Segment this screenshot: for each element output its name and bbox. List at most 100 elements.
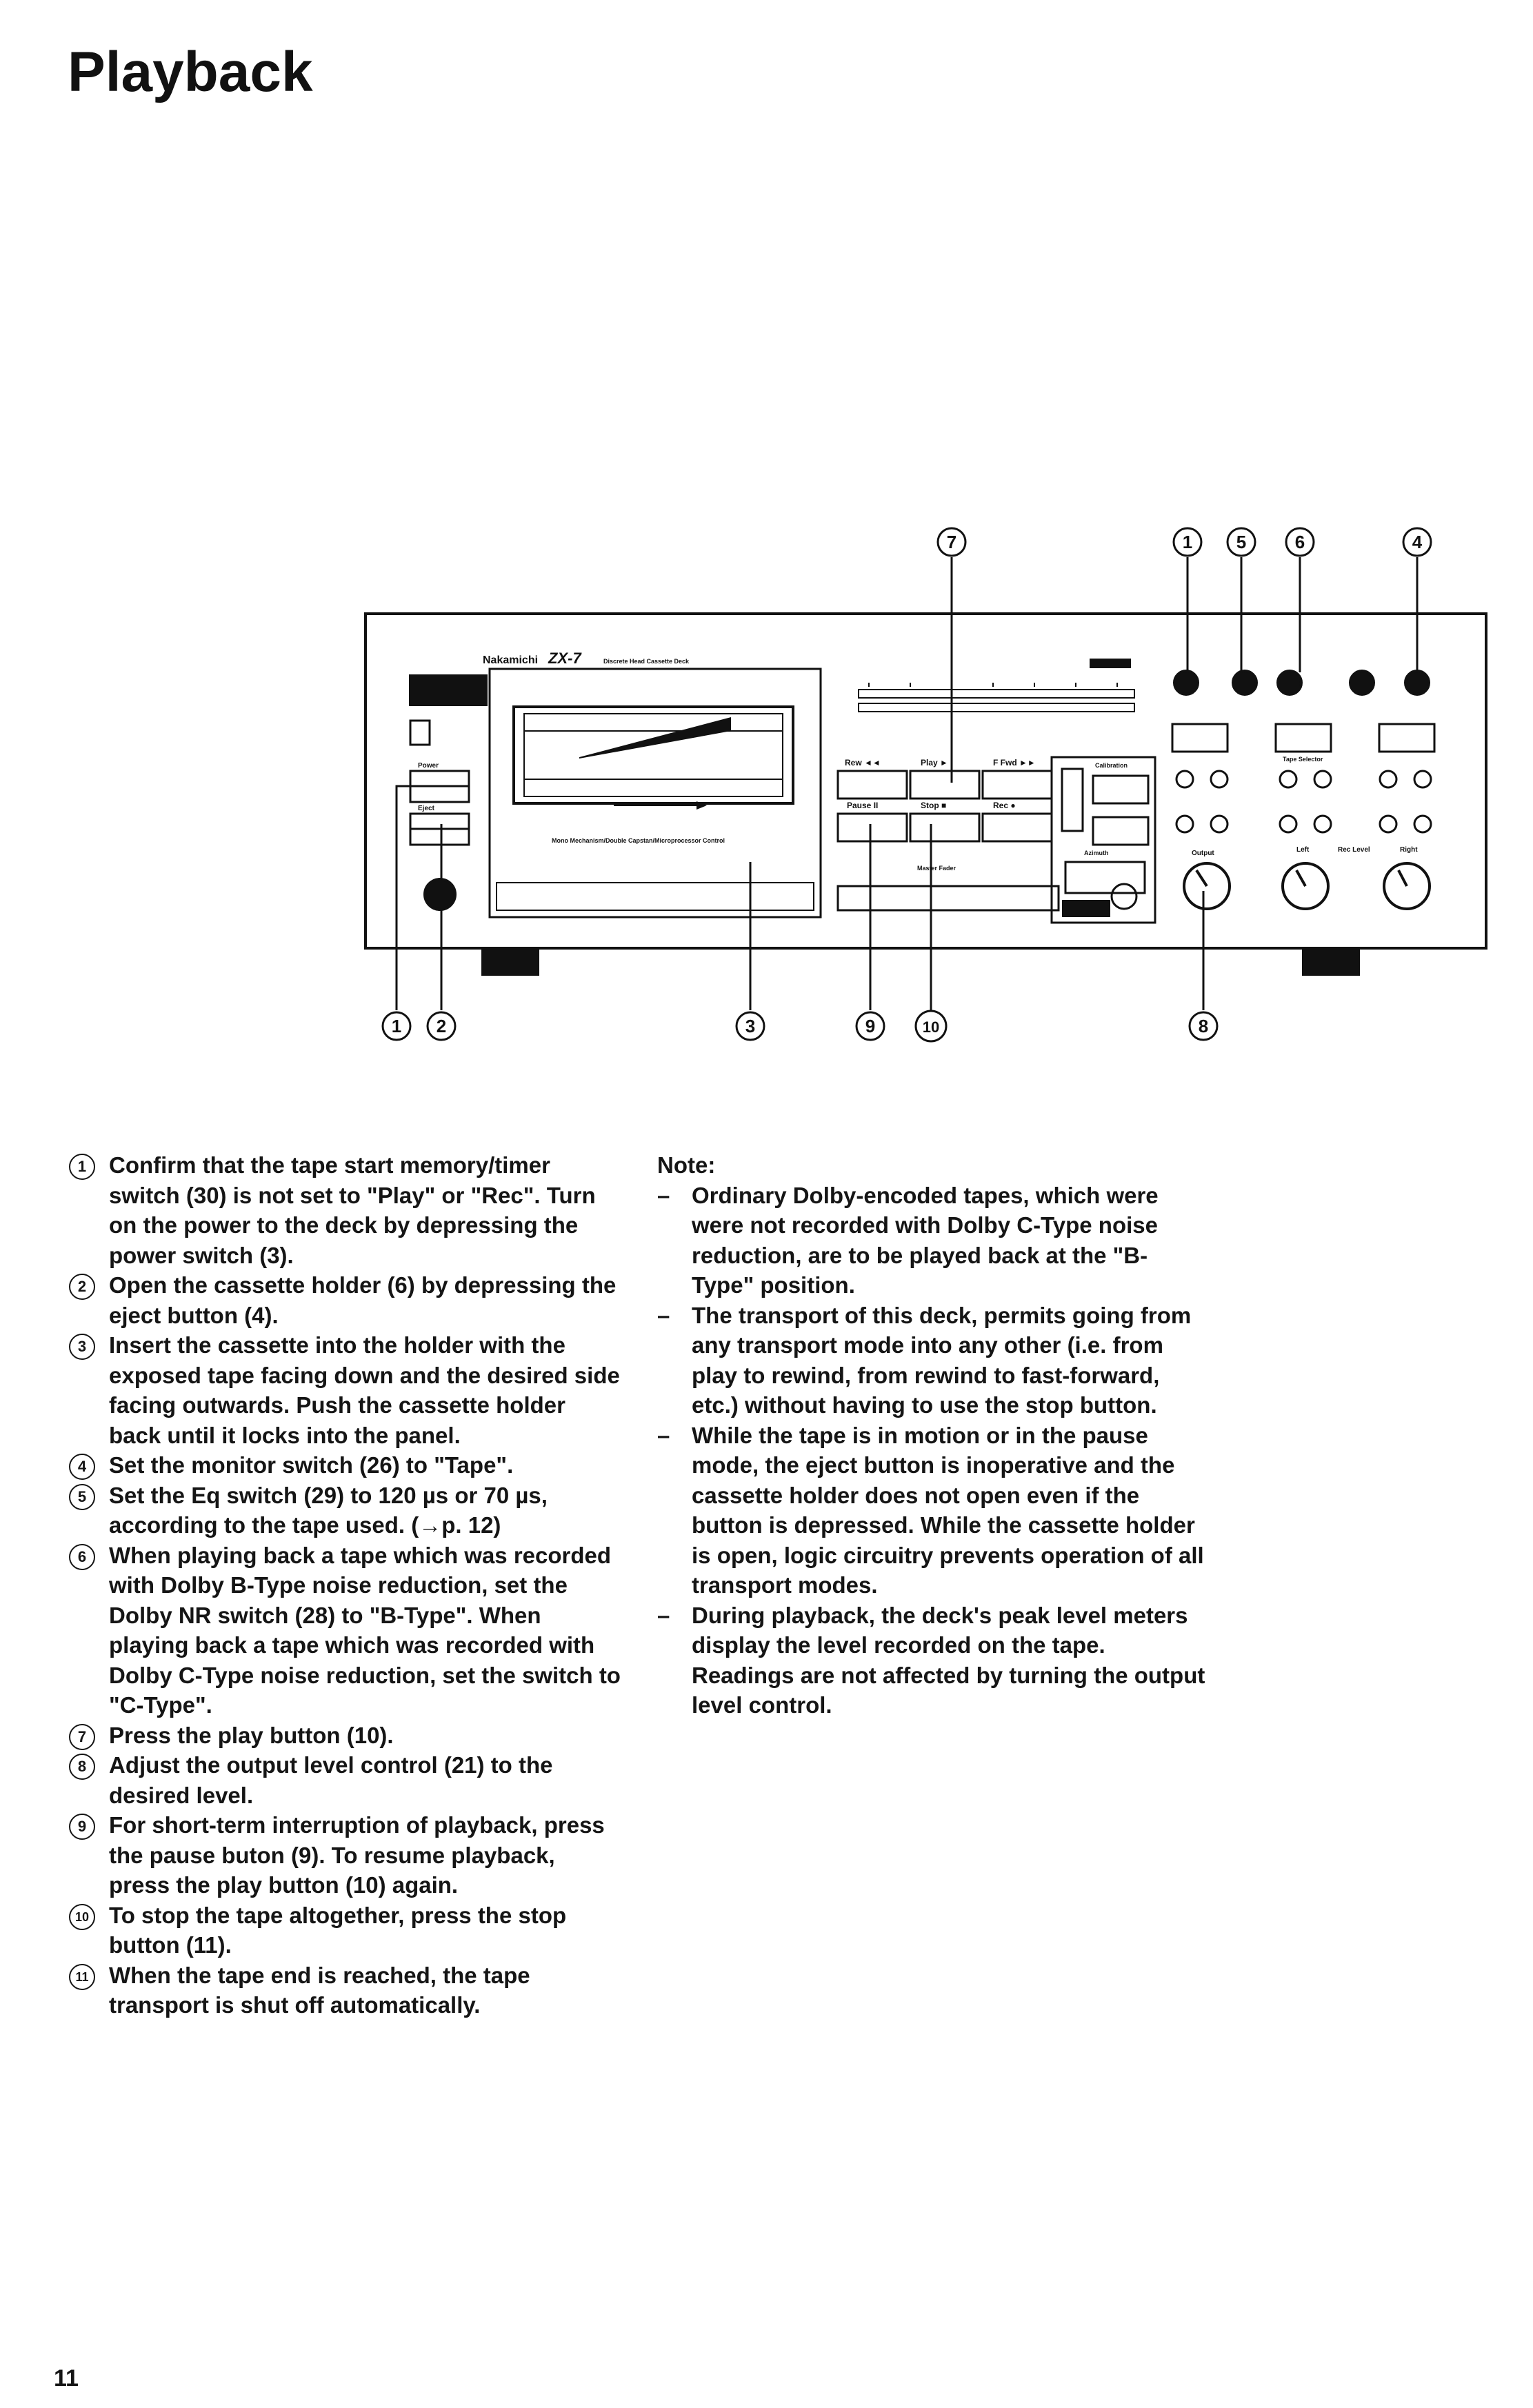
step-item: 4 Set the monitor switch (26) to "Tape".	[69, 1450, 621, 1481]
step-item: 2 Open the cassette holder (6) by depress…	[69, 1270, 621, 1330]
ffwd-button	[981, 770, 1053, 800]
dash-bullet: –	[657, 1422, 670, 1448]
step-number: 1	[69, 1154, 95, 1180]
note-item: –While the tape is in motion or in the p…	[657, 1421, 1209, 1601]
callout-bottom-1: 1	[392, 1016, 401, 1036]
step-number: 5	[69, 1483, 95, 1510]
step-text: Insert the cassette into the holder with…	[109, 1332, 620, 1448]
rec-level-label: Rec Level	[1338, 846, 1370, 854]
callout-bottom-2: 2	[437, 1016, 446, 1036]
note-text: During playback, the deck's peak level m…	[692, 1602, 1205, 1718]
notes-section: Note: –Ordinary Dolby-encoded tapes, whi…	[657, 1150, 1209, 1720]
page-number: 11	[54, 2365, 79, 2391]
calibration-panel	[1050, 756, 1156, 924]
rec-level-left-knob	[1281, 862, 1330, 910]
step-item: 5 Set the Eq switch (29) to 120 µs or 70 …	[69, 1481, 621, 1541]
pause-label: Pause II	[847, 801, 878, 810]
rec-label: Rec ●	[993, 801, 1016, 810]
step-number: 6	[69, 1543, 95, 1570]
output-level-knob	[1183, 862, 1231, 910]
monitor-switch	[1404, 670, 1430, 696]
step-number: 2	[69, 1274, 95, 1300]
mpx-filter-switch	[1349, 670, 1375, 696]
step-number: 8	[69, 1754, 95, 1780]
step-text: Open the cassette holder (6) by depressi…	[109, 1272, 617, 1328]
step-item: 3 Insert the cassette into the holder wit…	[69, 1330, 621, 1450]
note-text: The transport of this deck, permits goin…	[692, 1302, 1192, 1418]
rec-button	[981, 812, 1053, 843]
right-label: Right	[1400, 846, 1418, 854]
step-number: 10	[69, 1903, 95, 1930]
step-item: 11 When the tape end is reached, the tape…	[69, 1960, 621, 2020]
dash-bullet: –	[657, 1182, 670, 1208]
play-label: Play ►	[921, 758, 948, 767]
dash-bullet: –	[657, 1602, 670, 1628]
callout-bottom-8: 8	[1199, 1016, 1208, 1036]
callout-top-1: 1	[1183, 532, 1192, 552]
stop-button	[909, 812, 981, 843]
brand-label: Nakamichi	[483, 654, 538, 666]
step-text: Adjust the output level control (21) to …	[109, 1752, 553, 1808]
model-label: ZX-7	[548, 650, 582, 667]
step-item: 10 To stop the tape altogether, press the…	[69, 1900, 621, 1960]
note-text: While the tape is in motion or in the pa…	[692, 1422, 1204, 1598]
step-text: Set the Eq switch (29) to 120 µs or 70 µ…	[109, 1482, 548, 1538]
callout-top-7: 7	[947, 532, 956, 552]
master-fader-label: Master Fader	[917, 865, 956, 872]
pause-button	[836, 812, 908, 843]
callout-bottom-3: 3	[745, 1016, 755, 1036]
callout-bottom-10: 10	[923, 1019, 939, 1036]
master-fader-bar	[836, 885, 1060, 912]
rec-level-right-knob	[1383, 862, 1431, 910]
deck-front-panel-figure: Nakamichi ZX-7 Discrete Head Cassette De…	[364, 527, 1487, 1043]
note-text: Ordinary Dolby-encoded tapes, which were…	[692, 1182, 1159, 1298]
step-number: 11	[69, 1963, 95, 1990]
step-text: Set the monitor switch (26) to "Tape".	[109, 1452, 514, 1478]
output-label: Output	[1192, 850, 1214, 857]
rew-button	[836, 770, 908, 800]
left-foot	[481, 947, 539, 976]
eq-switch	[1232, 670, 1258, 696]
page-title: Playback	[68, 41, 313, 103]
callout-bottom-9: 9	[865, 1016, 875, 1036]
level-meter-upper	[858, 689, 1135, 699]
ffwd-label: F Fwd ►►	[993, 758, 1036, 767]
step-text: To stop the tape altogether, press the s…	[109, 1902, 567, 1958]
cassette-window	[512, 705, 794, 805]
left-display-block	[409, 674, 488, 706]
notes-heading: Note:	[657, 1152, 716, 1178]
mechanism-label: Mono Mechanism/Double Capstan/Microproce…	[552, 837, 725, 844]
rew-label: Rew ◄◄	[845, 758, 881, 767]
cassette-bezel	[488, 668, 822, 919]
stop-label: Stop ■	[921, 801, 946, 810]
step-item: 8 Adjust the output level control (21) to…	[69, 1750, 621, 1810]
step-text: When the tape end is reached, the tape t…	[109, 1962, 530, 2018]
step-number: 4	[69, 1454, 95, 1480]
dolby-nr-switch	[1276, 670, 1303, 696]
left-label: Left	[1296, 846, 1310, 854]
calibration-label: Calibration	[1095, 762, 1128, 769]
reset-button	[409, 719, 431, 746]
note-item: –The transport of this deck, permits goi…	[657, 1301, 1209, 1421]
callout-top-5: 5	[1236, 532, 1246, 552]
phones-knob	[423, 878, 457, 911]
calibration-button	[1092, 774, 1150, 805]
right-foot	[1302, 947, 1360, 976]
power-label: Power	[418, 762, 439, 770]
level-meter-lower	[858, 703, 1135, 712]
dash-bullet: –	[657, 1302, 670, 1328]
step-number: 9	[69, 1814, 95, 1840]
azimuth-control	[1064, 861, 1146, 894]
model-subtitle-label: Discrete Head Cassette Deck	[603, 658, 690, 665]
step-text: Press the play button (10).	[109, 1722, 394, 1748]
callout-top-6: 6	[1295, 532, 1305, 552]
play-button	[909, 770, 981, 800]
deck-chassis	[364, 612, 1487, 950]
memory-timer-switch	[1173, 670, 1199, 696]
step-number: 3	[69, 1334, 95, 1360]
